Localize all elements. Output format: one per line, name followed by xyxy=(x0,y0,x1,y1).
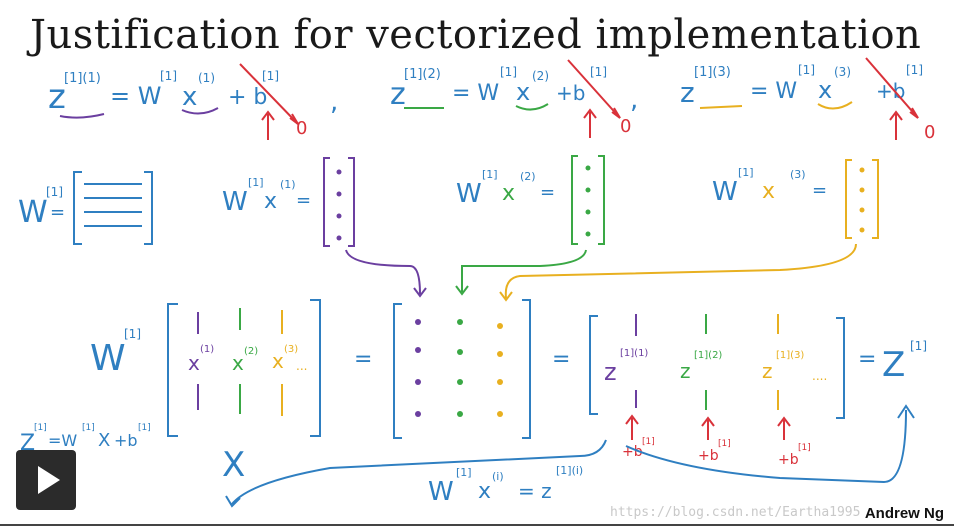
eq2-z: z xyxy=(390,77,406,112)
eq1-b-sup: [1] xyxy=(262,69,279,83)
eq2-w-sup: [1] xyxy=(500,65,517,79)
author-name: Andrew Ng xyxy=(864,505,944,522)
eq2-z-sup: [1](2) xyxy=(404,67,441,82)
Z-label: Z xyxy=(882,345,905,385)
svg-text:+b: +b xyxy=(114,431,138,450)
equation-row: z [1](1) = W [1] x (1) + b [1] z [1](2) … xyxy=(48,63,923,117)
comma-1: , xyxy=(330,87,338,117)
eq1-eq: = W xyxy=(110,82,161,110)
svg-text:[1]: [1] xyxy=(138,423,151,433)
wx3-x-sup: (3) xyxy=(790,168,806,181)
wx1-x: x xyxy=(264,189,277,214)
X-col2: x xyxy=(232,351,244,375)
W-eq: = xyxy=(50,202,65,223)
eq3-eq: = W xyxy=(750,79,797,104)
wx3-eq: = xyxy=(812,180,827,201)
svg-text:...: ... xyxy=(296,359,307,373)
svg-text:= z: = z xyxy=(518,479,552,503)
eq-b: = xyxy=(552,347,570,372)
eq2-eq: = W xyxy=(452,81,499,106)
W-label: W xyxy=(18,195,48,230)
eq-a: = xyxy=(354,347,372,372)
bottom-eq-W: W xyxy=(428,477,454,507)
eq2-x-sup: (2) xyxy=(532,69,549,83)
svg-text:(1): (1) xyxy=(200,344,214,355)
eq2-x: x xyxy=(516,78,530,106)
watermark: https://blog.csdn.net/Eartha1995 xyxy=(610,505,861,520)
eq1-x: x xyxy=(182,82,197,112)
X-col3: x xyxy=(272,349,284,373)
eq1-plus-b: + b xyxy=(228,85,267,110)
svg-text:x: x xyxy=(478,479,491,504)
eq-c: = xyxy=(858,347,876,372)
eq1-w-sup: [1] xyxy=(160,69,177,83)
svg-text:[1](1): [1](1) xyxy=(620,348,648,359)
eq1-z: z xyxy=(48,77,66,117)
svg-text:[1]: [1] xyxy=(82,423,95,433)
svg-text:(2): (2) xyxy=(244,346,258,357)
zero-3: 0 xyxy=(924,122,935,143)
left-eq-Z: Z xyxy=(20,431,35,456)
wx2-x-sup: (2) xyxy=(520,170,536,183)
Z-sup: [1] xyxy=(910,339,927,353)
wx1-eq: = xyxy=(296,190,311,211)
lhs-W-sup: [1] xyxy=(124,327,141,341)
video-progress-track[interactable] xyxy=(0,524,954,526)
svg-text:[1]: [1] xyxy=(456,466,472,479)
red-annotations xyxy=(239,57,919,140)
plus-b-3: +b xyxy=(778,452,799,468)
eq3-b-sup: [1] xyxy=(906,63,923,77)
svg-text:[1]: [1] xyxy=(642,437,655,447)
svg-text:....: .... xyxy=(812,369,827,383)
eq2-b-sup: [1] xyxy=(590,65,607,79)
zero-2: 0 xyxy=(620,116,631,137)
wx1-w: W xyxy=(222,187,248,217)
comma-2: , xyxy=(630,85,638,115)
eq1-z-sup: [1](1) xyxy=(64,71,101,86)
zero-1: 0 xyxy=(296,118,307,139)
svg-text:[1]: [1] xyxy=(34,423,47,433)
slide-title: Justification for vectorized implementat… xyxy=(30,12,922,58)
eq2-plus-b: +b xyxy=(556,81,585,105)
play-icon xyxy=(38,466,60,494)
big-X: X xyxy=(222,445,245,485)
svg-text:[1]: [1] xyxy=(798,443,811,453)
wx2-w-sup: [1] xyxy=(482,168,498,181)
svg-text:X: X xyxy=(98,430,110,451)
Z-col2: z xyxy=(680,359,691,383)
svg-text:[1]: [1] xyxy=(718,439,731,449)
svg-text:(3): (3) xyxy=(284,344,298,355)
W-matrix xyxy=(73,171,153,245)
eq3-z: z xyxy=(680,76,695,109)
lhs-W: W xyxy=(90,338,126,379)
Z-col1: z xyxy=(604,358,617,386)
wx3-x: x xyxy=(762,179,775,204)
plus-b-2: +b xyxy=(698,448,719,464)
wx2-x: x xyxy=(502,181,515,206)
wx2-w: W xyxy=(456,179,482,209)
wx1-x-sup: (1) xyxy=(280,178,296,191)
svg-text:(i): (i) xyxy=(492,470,504,483)
wx3-w: W xyxy=(712,177,738,207)
eq3-z-sup: [1](3) xyxy=(694,65,731,80)
svg-text:=W: =W xyxy=(48,431,77,450)
Z-col3: z xyxy=(762,359,773,383)
eq3-x: x xyxy=(818,76,832,104)
eq3-x-sup: (3) xyxy=(834,65,851,79)
svg-text:[1](3): [1](3) xyxy=(776,350,804,361)
wx3-w-sup: [1] xyxy=(738,166,754,179)
W-sup: [1] xyxy=(46,185,63,199)
svg-text:[1](2): [1](2) xyxy=(694,350,722,361)
svg-text:[1](i): [1](i) xyxy=(556,464,583,477)
eq3-w-sup: [1] xyxy=(798,63,815,77)
wx2-eq: = xyxy=(540,182,555,203)
wx1-w-sup: [1] xyxy=(248,176,264,189)
play-button[interactable] xyxy=(16,450,76,510)
plus-b-1: +b xyxy=(622,444,643,460)
X-col1: x xyxy=(188,351,200,375)
eq1-x-sup: (1) xyxy=(198,71,215,85)
